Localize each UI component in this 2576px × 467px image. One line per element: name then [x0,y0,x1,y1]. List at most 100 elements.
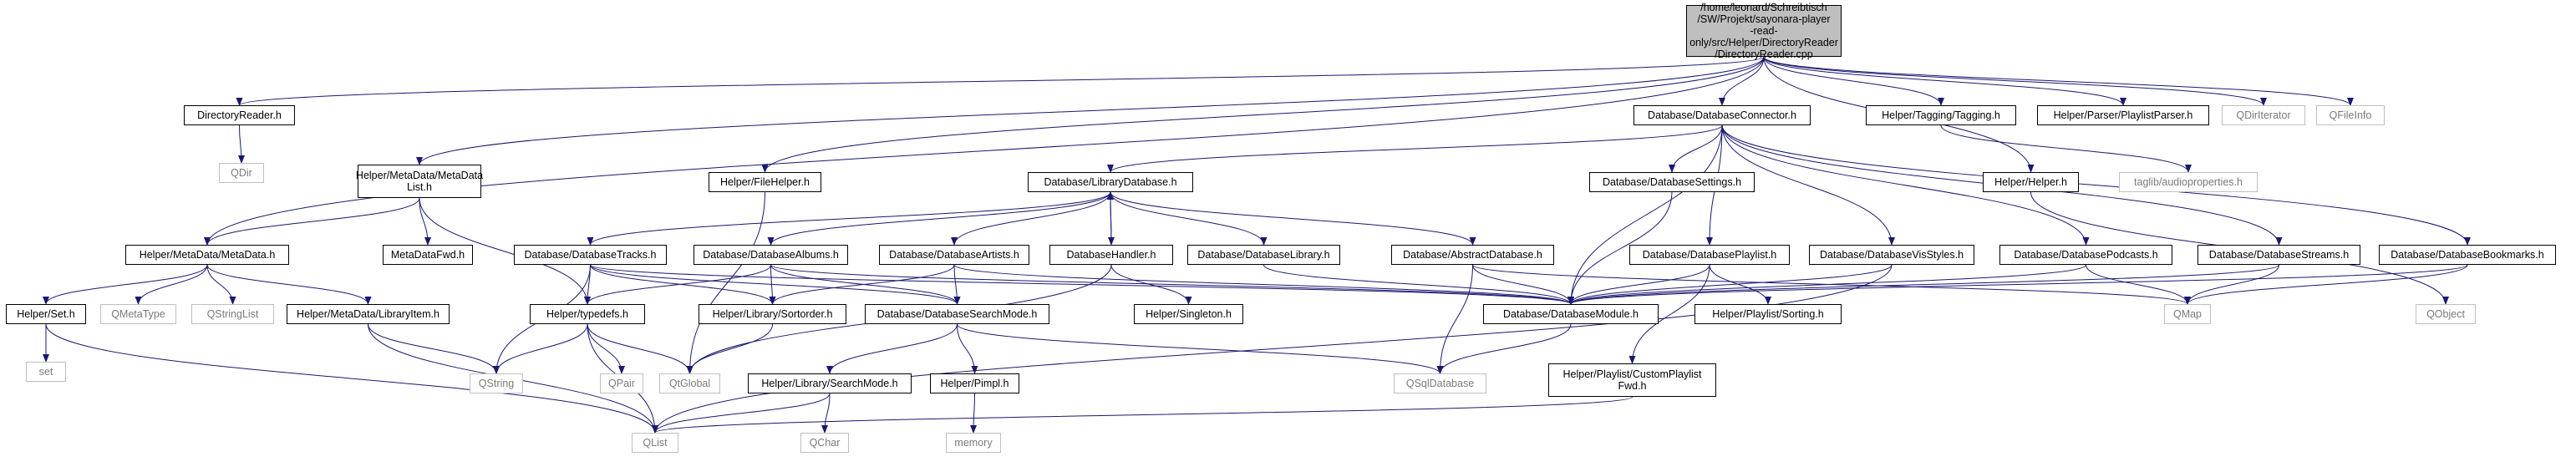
edge-dbvisstyles_h-to-dbmodule_h [1567,264,1893,305]
edge-root-to-qfileinfo [1763,56,2354,106]
node-qfileinfo: QFileInfo [2316,105,2385,125]
node-qtglobal: QtGlobal [659,373,720,393]
edge-dbpodcasts_h-to-qmap [2086,264,2191,305]
node-dbstreams-h[interactable]: Database/DatabaseStreams.h [2197,245,2360,265]
edge-dbconnector_h-to-librarydb_h [1107,124,1723,173]
node-dbartists-h[interactable]: Database/DatabaseArtists.h [879,245,1029,265]
node-qchar: QChar [800,433,849,453]
edge-dbstreams_h-to-dbmodule_h [1567,264,2279,305]
edge-dblibrary_h-to-dbmodule_h [1263,264,1574,305]
edge-metadata_h-to-set_h [43,264,208,305]
node-qstringlist: QStringList [191,304,274,324]
edge-metadata_h-to-qmetatype [135,264,208,305]
node-searchmode-h[interactable]: Helper/Library/SearchMode.h [748,373,912,393]
node-dbconnector-h[interactable]: Database/DatabaseConnector.h [1633,105,1811,125]
edge-dbtracks_h-to-dbsearchmode_h [590,264,961,305]
edge-tagging_h-to-taglib_audioproperties_h [1940,124,2192,173]
edge-dbhandler_h-to-librarydb_h [1107,191,1115,246]
node-metadatafwd-h[interactable]: MetaDataFwd.h [383,245,473,265]
edge-dbconnector_h-to-dbbookmarks_h [1721,124,2471,246]
edge-dbconnector_h-to-dbvisstyles_h [1721,124,1895,246]
edge-librarydb_h-to-dblibrary_h [1110,191,1268,246]
edge-dbplaylist_h-to-dbmodule_h [1567,264,1710,305]
edge-librarydb_h-to-dbartists_h [951,191,1111,246]
edge-metadata_h-to-qstringlist [206,264,236,305]
node-customplaylistfwd-h[interactable]: Helper/Playlist/CustomPlaylist Fwd.h [1548,363,1716,397]
node-qlist: QList [632,433,678,453]
node-directory-reader-h[interactable]: DirectoryReader.h [184,105,295,125]
node-qsqldatabase: QSqlDatabase [1394,373,1486,393]
edge-helper_typedefs_h-to-qtglobal [587,323,694,374]
node-qdiriterator: QDirIterator [2222,105,2305,125]
edge-dbconnector_h-to-dbsettings_h [1669,124,1723,173]
node-librarydb-h[interactable]: Database/LibraryDatabase.h [1028,172,1193,192]
edge-set_h-to-qlist [45,323,658,434]
edge-dirreader_h-to-qdir [237,124,245,164]
node-qobject: QObject [2416,304,2476,324]
node-helper-h[interactable]: Helper/Helper.h [1983,172,2079,192]
node-memory: memory [946,433,1001,453]
node-dbvisstyles-h[interactable]: Database/DatabaseVisStyles.h [1809,245,1974,265]
edge-dbmodule_h-to-qsqldatabase [1436,323,1572,374]
edge-librarydb_h-to-dbalbums_h [767,191,1111,246]
node-filehelper-h[interactable]: Helper/FileHelper.h [709,172,821,192]
edge-dbalbums_h-to-helper_typedefs_h [584,264,771,305]
edge-librarydb_h-to-abstractdb_h [1110,191,1476,246]
edge-root-to-dbconnector_h [1719,56,1765,106]
node-sortorder-h[interactable]: Helper/Library/Sortorder.h [699,304,846,324]
edge-dbconnector_h-to-dbpodcasts_h [1721,124,2090,246]
node-metadatalist-h[interactable]: Helper/MetaData/MetaData List.h [356,165,483,198]
edge-filehelper_h-to-qtglobal [686,191,765,374]
edge-root-to-playlistparser_h [1763,56,2126,106]
edge-dbstreams_h-to-qmap [2184,264,2279,305]
edge-dbplaylist_h-to-sorting_h [1709,264,1771,305]
edge-root-to-metadatalist_h [416,56,1765,165]
node-dbhandler-h[interactable]: DatabaseHandler.h [1049,245,1173,265]
edge-metadatalist_h-to-metadata_h [204,197,420,246]
edge-libraryitem_h-to-qstring [368,323,500,374]
node-tagging-h[interactable]: Helper/Tagging/Tagging.h [1866,105,2016,125]
edge-dbhandler_h-to-singleton_h [1110,264,1192,305]
edge-pimpl_h-to-memory [970,393,978,434]
node-dbpodcasts-h[interactable]: Database/DatabasePodcasts.h [1999,245,2172,265]
node-dbmodule-h[interactable]: Database/DatabaseModule.h [1483,304,1659,324]
edge-customplaylistfwd_h-to-qlist [652,396,1633,434]
edge-dbartists_h-to-dbmodule_h [953,264,1574,305]
edge-metadatalist_h-to-metadatafwd_h [419,197,431,246]
node-directory-reader-cpp[interactable]: /home/leonard/Schreibtisch /SW/Projekt/s… [1686,2,1842,60]
node-pimpl-h[interactable]: Helper/Pimpl.h [930,373,1019,393]
edge-root-to-qdiriterator [1763,56,2267,106]
node-dbtracks-h[interactable]: Database/DatabaseTracks.h [514,245,667,265]
edge-dbsearchmode_h-to-pimpl_h [957,323,978,374]
edge-dbplaylist_h-to-customplaylistfwd_h [1628,264,1710,364]
node-qmap: QMap [2164,304,2211,324]
node-dbplaylist-h[interactable]: Database/DatabasePlaylist.h [1629,245,1790,265]
node-dbsettings-h[interactable]: Database/DatabaseSettings.h [1589,172,1755,192]
node-dblibrary-h[interactable]: Database/DatabaseLibrary.h [1187,245,1340,265]
edge-dbbookmarks_h-to-qmap [2184,264,2468,305]
node-sorting-h[interactable]: Helper/Playlist/Sorting.h [1694,304,1842,324]
node-helper-typedefs-h[interactable]: Helper/typedefs.h [530,304,645,324]
node-dbsearchmode-h[interactable]: Database/DatabaseSearchMode.h [865,304,1049,324]
node-metadata-h[interactable]: Helper/MetaData/MetaData.h [125,245,289,265]
edge-dbbookmarks_h-to-dbmodule_h [1567,264,2468,305]
node-libraryitem-h[interactable]: Helper/MetaData/LibraryItem.h [287,304,450,324]
edge-helper_typedefs_h-to-qpair [587,323,625,374]
edge-dbpodcasts_h-to-dbmodule_h [1567,264,2086,305]
node-playlistparser-h[interactable]: Helper/Parser/PlaylistParser.h [2037,105,2209,125]
edge-searchmode_h-to-qlist [652,393,831,434]
edge-dbsettings_h-to-dbmodule_h [1567,191,1673,305]
edge-abstractdb_h-to-qsqldatabase [1436,264,1473,374]
node-set-h[interactable]: Helper/Set.h [6,304,86,324]
edge-root-to-dirreader_h [236,56,1765,106]
node-dbbookmarks-h[interactable]: Database/DatabaseBookmarks.h [2379,245,2556,265]
node-abstractdb-h[interactable]: Database/AbstractDatabase.h [1391,245,1554,265]
node-singleton-h[interactable]: Helper/Singleton.h [1134,304,1243,324]
edge-root-to-tagging_h [1763,56,1944,106]
edge-metadatalist_h-to-helper_typedefs_h [419,197,591,305]
edge-dbtracks_h-to-dbmodule_h [590,264,1574,305]
node-dbalbums-h[interactable]: Database/DatabaseAlbums.h [694,245,848,265]
edge-dbsearchmode_h-to-searchmode_h [826,323,958,374]
